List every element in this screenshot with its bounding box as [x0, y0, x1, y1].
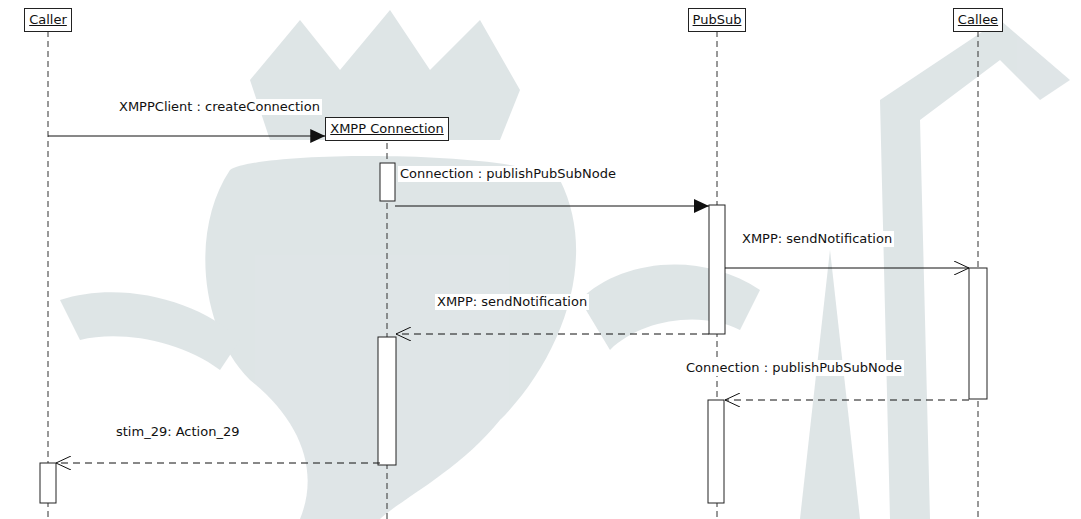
message-arrow — [48, 136, 325, 137]
message-arrow — [396, 334, 709, 335]
lifeline-head: Caller — [24, 8, 72, 32]
activation-bar — [708, 400, 724, 503]
message-label: XMPPClient : createConnection — [117, 99, 322, 115]
object-name: XMPP Connection — [330, 120, 444, 138]
message-arrow — [725, 268, 969, 269]
message-label: XMPP: sendNotification — [740, 231, 894, 247]
lifeline — [48, 31, 49, 519]
activation-bar — [378, 337, 396, 465]
lifelines — [48, 31, 978, 519]
activation-bar — [969, 268, 987, 399]
activation-bar — [709, 205, 725, 334]
object-name: PubSub — [693, 11, 742, 29]
lifeline-head: XMPP Connection — [325, 117, 449, 141]
message-label: stim_29: Action_29 — [114, 424, 241, 440]
object-name: Caller — [29, 11, 67, 29]
message-arrow — [56, 463, 380, 464]
lifeline-head: Callee — [953, 8, 1003, 32]
activation-bar — [380, 163, 395, 201]
message-arrow — [725, 400, 969, 401]
object-name: Callee — [958, 11, 998, 29]
message-label: XMPP: sendNotification — [435, 294, 589, 310]
activation-bars — [40, 163, 987, 503]
lifeline-head: PubSub — [688, 8, 747, 32]
activation-bar — [40, 463, 56, 503]
message-label: Connection : publishPubSubNode — [684, 360, 904, 376]
watermark-logo — [60, 10, 1070, 519]
message-arrow — [395, 206, 709, 207]
message-label: Connection : publishPubSubNode — [398, 166, 618, 182]
